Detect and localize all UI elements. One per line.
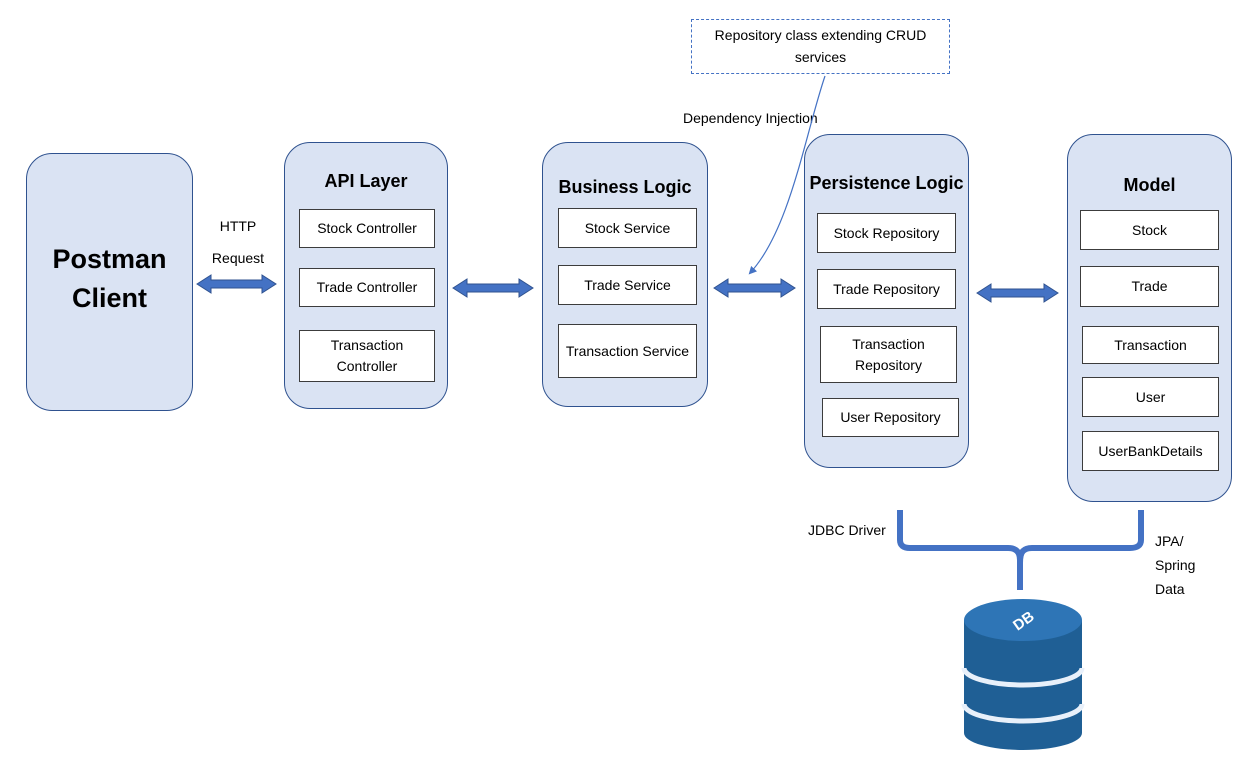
persistence-logic-panel: Persistence Logic Stock Repository Trade… — [804, 134, 969, 468]
transaction-service-box: Transaction Service — [558, 324, 697, 378]
postman-client-label: Postman Client — [27, 240, 192, 318]
business-logic-title: Business Logic — [558, 177, 692, 197]
stock-service-box: Stock Service — [558, 208, 697, 248]
model-stock-box: Stock — [1080, 210, 1219, 250]
http-line-2: Request — [211, 249, 265, 266]
model-trade-box: Trade — [1080, 266, 1219, 307]
api-layer-title: API Layer — [324, 171, 408, 191]
trade-service-box: Trade Service — [558, 265, 697, 305]
business-logic-panel: Business Logic Stock Service Trade Servi… — [542, 142, 708, 407]
repository-note: Repository class extending CRUD services — [691, 19, 950, 74]
trade-repository-box: Trade Repository — [817, 269, 956, 309]
model-user-bank-details-box: UserBankDetails — [1082, 431, 1219, 471]
arrow-api-business — [452, 278, 534, 298]
client-line-1: Postman — [52, 244, 167, 274]
http-line-1: HTTP — [219, 218, 257, 234]
dependency-injection-arrow — [748, 75, 826, 275]
dependency-injection-label: Dependency Injection — [683, 110, 818, 126]
api-layer-panel: API Layer Stock Controller Trade Control… — [284, 142, 448, 409]
transaction-repository-box: Transaction Repository — [820, 326, 957, 383]
trade-controller-box: Trade Controller — [299, 268, 435, 307]
jpa-line-3: Data — [1155, 580, 1185, 597]
transaction-controller-box: Transaction Controller — [299, 330, 435, 382]
postman-client-box: Postman Client — [26, 153, 193, 411]
model-user-box: User — [1082, 377, 1219, 417]
persistence-logic-title: Persistence Logic — [809, 173, 964, 193]
stock-repository-box: Stock Repository — [817, 213, 956, 253]
user-repository-box: User Repository — [822, 398, 959, 437]
jpa-spring-data-label: JPA/ Spring Data — [1155, 530, 1195, 601]
client-line-2: Client — [71, 283, 147, 314]
db-connector-brace — [897, 510, 1144, 590]
model-panel: Model Stock Trade Transaction User UserB… — [1067, 134, 1232, 502]
model-transaction-box: Transaction — [1082, 326, 1219, 364]
jdbc-driver-label: JDBC Driver — [808, 522, 886, 538]
model-title: Model — [1123, 175, 1176, 195]
jpa-line-2: Spring — [1155, 556, 1196, 573]
arrow-persistence-model — [976, 283, 1059, 303]
http-request-label: HTTP Request — [205, 215, 271, 271]
database-icon: DB — [961, 599, 1085, 750]
arrow-client-api — [196, 274, 277, 294]
jpa-line-1: JPA/ — [1155, 533, 1184, 549]
stock-controller-box: Stock Controller — [299, 209, 435, 248]
arrow-business-persistence — [713, 278, 796, 298]
